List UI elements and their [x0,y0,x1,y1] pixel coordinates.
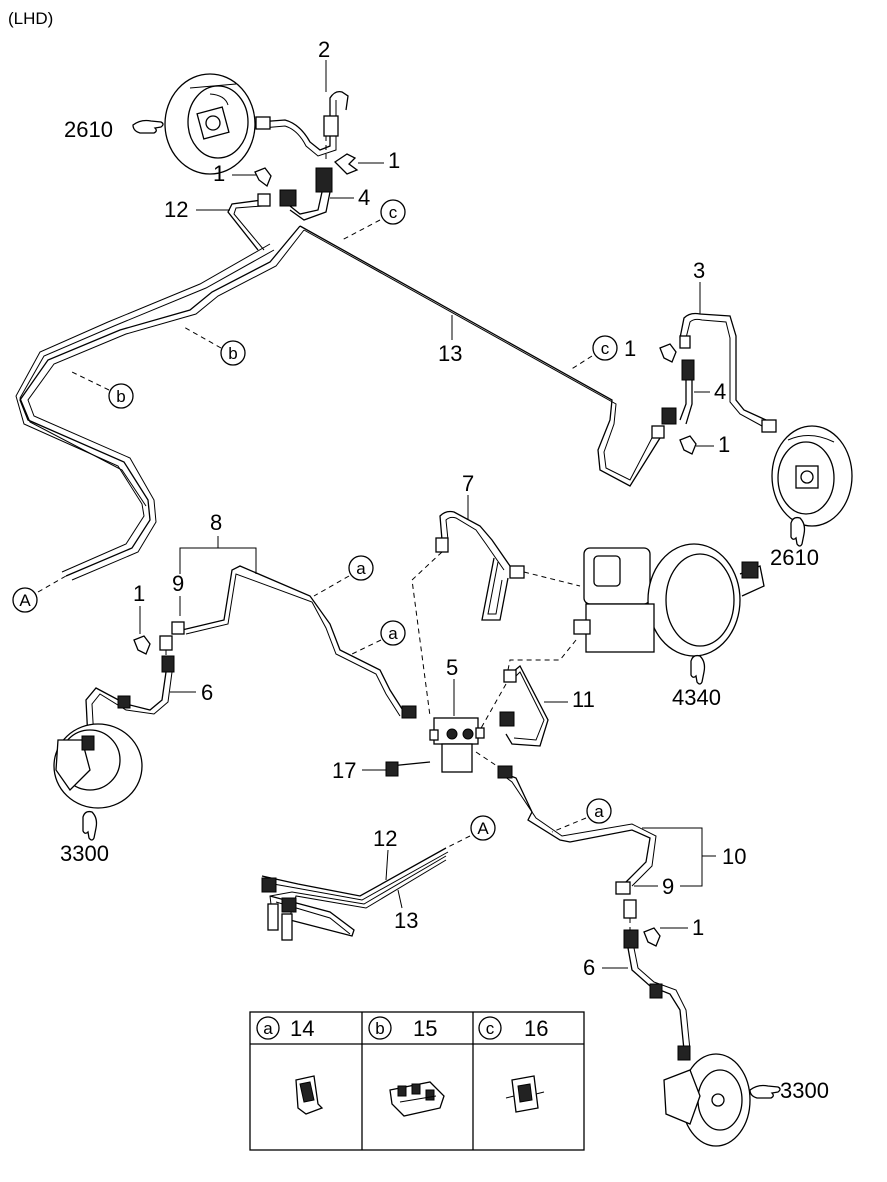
callout-13-top: 13 [438,341,462,366]
callout-12-bottom: 12 [373,826,397,851]
legend-letter-b: b [375,1019,384,1038]
hand-pointer-icon [82,810,98,841]
circle-label-A-bottom: A [477,819,489,838]
clip-legend-table: a 14 b 15 c 16 [249,1011,585,1151]
callout-3300-right: 3300 [780,1078,829,1103]
callout-1-b: 1 [213,161,225,186]
callout-10: 10 [722,844,746,869]
callout-3: 3 [693,258,705,283]
clip-14-icon [295,1075,324,1115]
callout-9-right: 9 [662,874,674,899]
variant-label: (LHD) [8,9,53,28]
callout-1-a: 1 [388,148,400,173]
hand-pointer-icon [749,1084,781,1099]
callout-7: 7 [462,471,474,496]
callout-12-top: 12 [164,197,188,222]
callout-11: 11 [572,687,595,712]
callout-2610-right: 2610 [770,545,819,570]
front-left-brake-assembly [53,723,143,809]
rear-left-backing-plate [164,73,256,175]
hand-pointer-icon [790,516,806,547]
callout-6-left: 6 [201,680,213,705]
callout-1-e: 1 [133,581,145,606]
callout-1-f: 1 [692,915,704,940]
callout-6-right: 6 [583,955,595,980]
circle-label-a-lower: a [594,802,604,821]
callout-2: 2 [318,37,330,62]
callout-4-top: 4 [358,185,370,210]
legend-letter-a: a [263,1019,273,1038]
legend-number-15: 15 [413,1016,437,1041]
callout-3300-left: 3300 [60,841,109,866]
circle-label-a-middle: a [388,624,398,643]
callout-13-bottom: 13 [394,908,418,933]
circle-label-A-left: A [19,591,31,610]
callout-9-left: 9 [172,571,184,596]
callout-2610-top: 2610 [64,117,113,142]
circle-label-a-upper: a [356,559,366,578]
legend-number-16: 16 [524,1016,548,1041]
brake-booster-assembly [573,543,765,657]
circle-label-c-top: c [389,203,398,222]
rear-brake-pipe-bundle [15,225,661,581]
callout-1-c: 1 [624,336,636,361]
circle-label-c-right: c [601,339,610,358]
rear-pipe-bundle-bottom [261,847,449,941]
callout-1-d: 1 [718,432,730,457]
proportioning-valve [429,717,485,773]
rear-right-backing-plate [771,425,853,527]
callout-4340: 4340 [672,685,721,710]
clip-15-icon [389,1081,445,1117]
clip-16-icon [505,1075,545,1113]
hand-pointer-icon [690,654,706,685]
callout-5: 5 [446,655,458,680]
legend-letter-c: c [486,1019,495,1038]
callout-4-right: 4 [714,379,726,404]
front-right-brake-assembly [663,1053,751,1147]
circle-label-b-lower: b [116,387,125,406]
legend-number-14: 14 [290,1016,314,1041]
callout-17: 17 [332,758,356,783]
callout-8: 8 [210,510,222,535]
hand-pointer-icon [132,119,164,134]
circle-label-b-upper: b [228,344,237,363]
